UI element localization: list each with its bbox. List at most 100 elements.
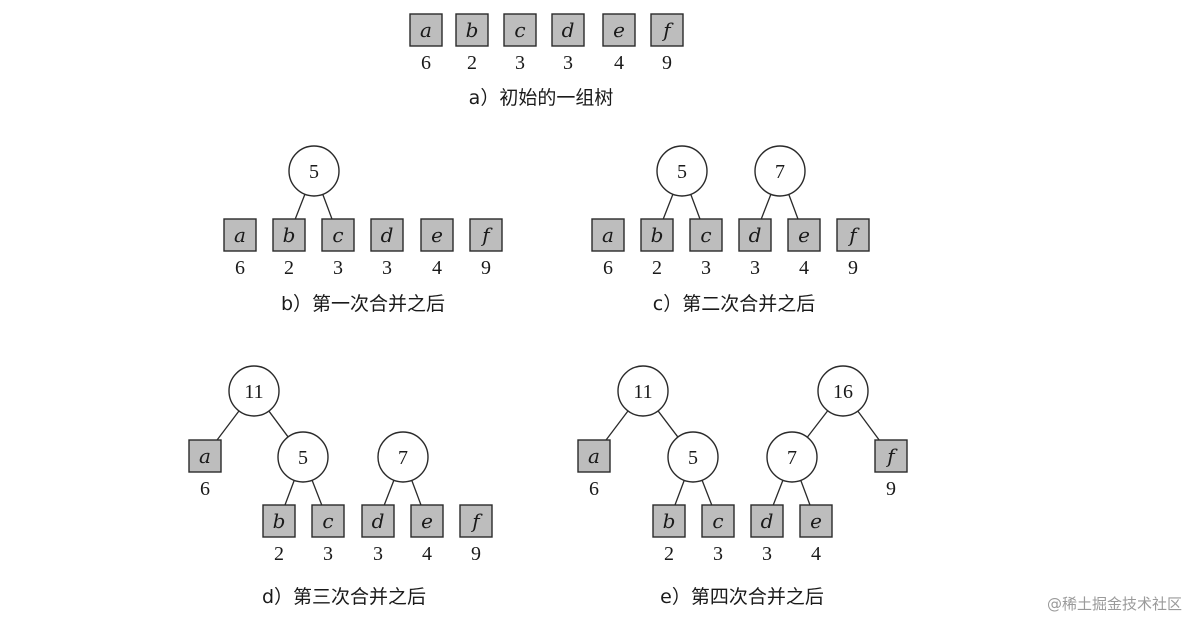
merge-node: 11 [228,365,280,417]
leaf-a: a6 [409,13,443,74]
leaf-a: a6 [223,218,257,279]
leaf-weight: 9 [848,257,858,279]
leaf-box [410,504,444,538]
panel-caption: e）第四次合并之后 [660,586,824,608]
tree-edge [268,410,289,438]
leaf-letter: c [712,509,723,533]
leaf-weight: 3 [515,52,525,74]
leaf-weight: 3 [713,543,723,565]
merge-node: 16 [817,365,869,417]
leaf-letter: e [421,509,433,533]
leaf-letter: b [273,509,286,533]
leaf-weight: 6 [235,257,245,279]
leaf-f: f9 [459,504,493,565]
tree-edge [411,480,422,506]
tree-edge [788,194,799,220]
leaf-d: d3 [750,504,784,565]
leaf-box [787,218,821,252]
leaf-box [551,13,585,47]
leaf-d: d3 [551,13,585,74]
tree-edge [311,480,323,506]
leaf-letter: d [372,509,385,533]
leaf-box [469,218,503,252]
leaf-c: c3 [701,504,735,565]
leaf-box [455,13,489,47]
leaf-weight: 9 [471,543,481,565]
leaf-f: f9 [874,439,908,500]
leaf-weight: 9 [886,478,896,500]
node-circle [277,431,329,483]
leaf-letter: e [613,18,625,42]
node-circle [766,431,818,483]
leaf-letter: b [651,223,664,247]
node-value: 11 [633,381,652,403]
leaf-b: b2 [640,218,674,279]
node-value: 5 [298,447,308,469]
merge-node: 5 [288,145,340,197]
node-circle [377,431,429,483]
leaf-e: e4 [602,13,636,74]
watermark: @稀土掘金技术社区 [1046,595,1182,613]
leaf-b: b2 [272,218,306,279]
leaf-b: b2 [652,504,686,565]
leaf-box [650,13,684,47]
leaf-box [689,218,723,252]
leaf-letter: e [798,223,810,247]
node-value: 5 [309,161,319,183]
leaf-weight: 4 [432,257,442,279]
leaf-weight: 6 [589,478,599,500]
leaf-e: e4 [420,218,454,279]
leaf-weight: 3 [762,543,772,565]
leaf-c: c3 [321,218,355,279]
node-value: 7 [398,447,408,469]
panel-caption: c）第二次合并之后 [653,293,815,315]
panel-caption: a）初始的一组树 [469,87,614,109]
leaf-weight: 6 [421,52,431,74]
leaf-weight: 4 [614,52,624,74]
leaf-box [272,218,306,252]
leaf-box [738,218,772,252]
leaf-letter: a [588,444,600,468]
leaf-weight: 9 [481,257,491,279]
tree-edge [806,410,829,438]
leaf-letter: d [761,509,774,533]
leaf-box [188,439,222,473]
leaf-weight: 9 [662,52,672,74]
leaf-letter: a [234,223,246,247]
leaf-e: e4 [410,504,444,565]
leaf-weight: 4 [422,543,432,565]
leaf-letter: e [431,223,443,247]
node-value: 11 [244,381,263,403]
leaf-weight: 3 [333,257,343,279]
leaf-c: c3 [503,13,537,74]
leaf-letter: c [700,223,711,247]
panel-caption: b）第一次合并之后 [281,293,445,315]
leaf-weight: 2 [274,543,284,565]
leaf-letter: a [199,444,211,468]
tree-edge [701,480,713,506]
merge-node: 5 [667,431,719,483]
leaf-weight: 2 [284,257,294,279]
merge-node: 5 [277,431,329,483]
leaf-e: e4 [787,218,821,279]
leaf-letter: c [332,223,343,247]
leaf-box [591,218,625,252]
leaf-weight: 2 [467,52,477,74]
tree-edge [294,194,306,220]
leaf-letter: a [420,18,432,42]
leaf-letter: a [602,223,614,247]
leaf-weight: 4 [811,543,821,565]
leaf-weight: 2 [664,543,674,565]
merge-node: 5 [656,145,708,197]
tree-edge [383,480,395,506]
tree-edge [857,410,880,441]
merge-node: 7 [766,431,818,483]
leaf-c: c3 [689,218,723,279]
node-circle [754,145,806,197]
leaf-weight: 6 [200,478,210,500]
leaf-e: e4 [799,504,833,565]
node-value: 5 [677,161,687,183]
